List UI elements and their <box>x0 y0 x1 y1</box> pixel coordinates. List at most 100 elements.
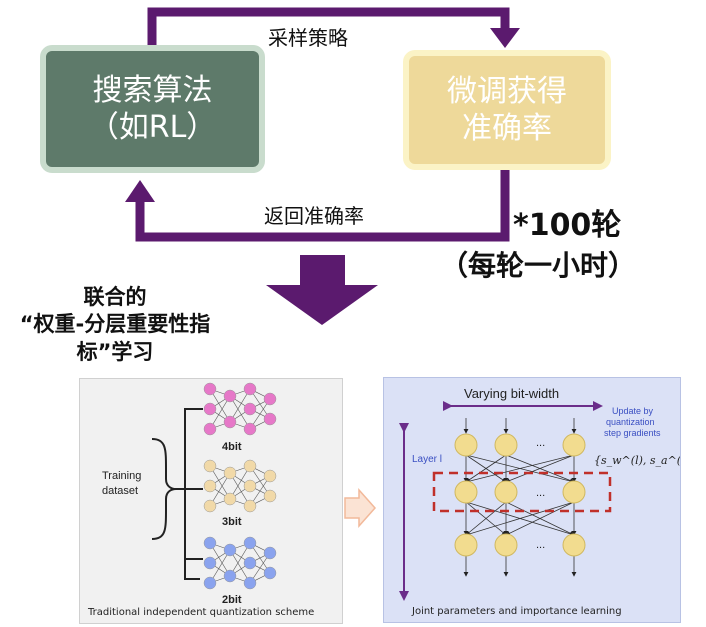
traditional-scheme-panel: Training dataset 4bit 3bit 2bit Traditio… <box>79 378 343 624</box>
net-edge <box>229 472 251 507</box>
joint-edge <box>465 501 575 537</box>
joint-node <box>494 433 518 457</box>
net-node <box>243 576 257 590</box>
net-node <box>263 546 277 560</box>
sample-policy-label: 采样策略 <box>268 26 348 50</box>
bottom-flow-arrowhead <box>125 180 155 202</box>
net-node <box>203 499 217 513</box>
net-edge <box>209 465 231 500</box>
finetune-box-title: 微调获得 <box>447 73 567 109</box>
joint-learning-panel: Varying bit-width Layer l Update by quan… <box>383 377 681 623</box>
net-node <box>223 543 237 557</box>
repeat-duration-label: （每轮一小时） <box>440 249 637 282</box>
joint-edge <box>465 454 575 484</box>
joint-node <box>454 433 478 457</box>
net-node <box>203 556 217 570</box>
net-node <box>203 576 217 590</box>
joint-learning-label: 联合的 “权重-分层重要性指 标”学习 <box>0 284 230 366</box>
net-node <box>243 556 257 570</box>
ellipsis-row1: ... <box>536 437 545 449</box>
net-node <box>243 422 257 436</box>
update-label-1: Update by <box>612 406 654 416</box>
search-box-subtitle: （如RL） <box>88 110 217 145</box>
net-node <box>223 569 237 583</box>
joint-learning-caption: Joint parameters and importance learning <box>412 606 622 617</box>
joint-network <box>454 418 586 577</box>
joint-learning-figure: Varying bit-width Layer l Update by quan… <box>399 386 680 601</box>
varying-bitwidth-title: Varying bit-width <box>464 386 559 401</box>
net-edge <box>209 388 231 423</box>
net-edge <box>209 472 231 507</box>
joint-node <box>494 533 518 557</box>
net-node <box>203 422 217 436</box>
joint-learning-line2: “权重-分层重要性指 <box>19 312 211 337</box>
net-node <box>263 489 277 503</box>
net-2bit <box>203 536 277 590</box>
net-bracket <box>176 408 200 580</box>
net-node <box>263 412 277 426</box>
update-label-3: step gradients <box>604 428 661 438</box>
training-dataset-label-2: dataset <box>102 485 138 497</box>
net-node <box>223 492 237 506</box>
ellipsis-row3: ... <box>536 539 545 551</box>
net-node <box>203 479 217 493</box>
top-flow-arrowhead <box>490 28 520 48</box>
net-node <box>203 402 217 416</box>
joint-node <box>454 480 478 504</box>
bottom-flow-arrow <box>135 170 510 242</box>
joint-node <box>562 433 586 457</box>
ellipsis-row2: ... <box>536 487 545 499</box>
net-node <box>243 479 257 493</box>
finetune-box-subtitle: 准确率 <box>462 111 552 146</box>
joint-edge <box>465 501 507 536</box>
net-node <box>203 459 217 473</box>
joint-learning-line3: 标”学习 <box>76 339 154 364</box>
net-edge <box>209 542 231 577</box>
big-down-arrow <box>266 255 378 325</box>
net-node <box>263 469 277 483</box>
search-box-title: 搜索算法 <box>92 72 213 108</box>
repeat-count-label: *100轮 <box>513 208 622 243</box>
return-accuracy-label: 返回准确率 <box>264 204 364 228</box>
top-flow-arrow <box>147 7 510 46</box>
net-edge <box>229 465 251 500</box>
net-node <box>203 536 217 550</box>
panel-transition-arrow <box>344 488 377 528</box>
traditional-scheme-caption: Traditional independent quantization sch… <box>88 607 315 618</box>
update-label-2: quantization <box>606 417 655 427</box>
training-brace <box>151 438 177 540</box>
joint-node <box>562 533 586 557</box>
net-edge <box>229 395 251 430</box>
joint-node <box>494 480 518 504</box>
bit-label-2: 2bit <box>222 594 242 606</box>
net-node <box>223 389 237 403</box>
finetune-accuracy-box: 微调获得 准确率 <box>403 50 611 170</box>
net-edge <box>209 549 231 584</box>
search-algorithm-box: 搜索算法 （如RL） <box>40 45 265 173</box>
joint-node <box>562 480 586 504</box>
bit-label-4: 4bit <box>222 441 242 453</box>
bit-label-3: 3bit <box>222 516 242 528</box>
joint-edge <box>505 454 575 483</box>
net-edge <box>229 388 251 423</box>
joint-learning-line1: 联合的 <box>83 285 147 309</box>
joint-node <box>454 533 478 557</box>
net-node <box>223 466 237 480</box>
net-edge <box>229 542 251 577</box>
joint-edge <box>465 454 507 483</box>
net-node <box>263 392 277 406</box>
net-4bit <box>203 382 277 436</box>
net-3bit <box>203 459 277 513</box>
net-node <box>243 536 257 550</box>
net-node <box>203 382 217 396</box>
layer-label: Layer l <box>412 454 442 465</box>
step-size-formula: {s_w^(l), s_a^(l)} <box>594 454 680 467</box>
net-node <box>243 499 257 513</box>
training-dataset-label-1: Training <box>102 470 141 482</box>
net-node <box>243 382 257 396</box>
traditional-scheme-figure: Training dataset 4bit 3bit 2bit <box>102 382 277 606</box>
net-node <box>263 566 277 580</box>
net-node <box>243 459 257 473</box>
net-edge <box>229 549 251 584</box>
